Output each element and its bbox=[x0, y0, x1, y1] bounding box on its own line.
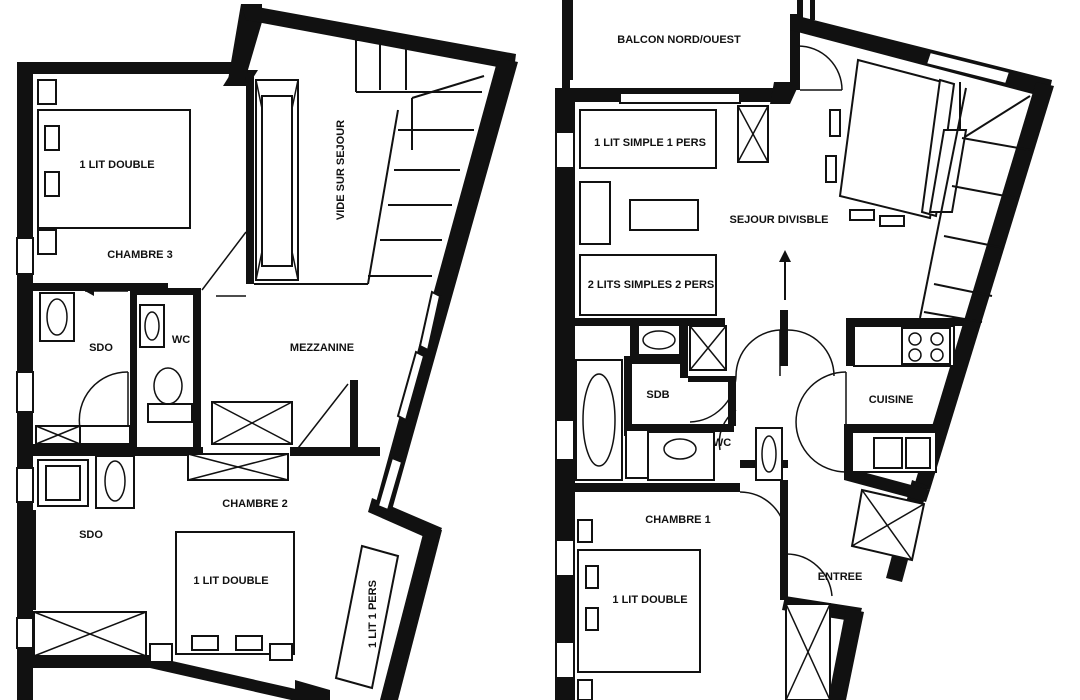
upper-label-sdo-top: SDO bbox=[89, 342, 113, 354]
upper-label-mezzanine: MEZZANINE bbox=[290, 342, 354, 354]
cuisine-fixtures bbox=[795, 325, 955, 562]
lower-label-sdb: SDB bbox=[646, 389, 669, 401]
lower-label-balcon: BALCON NORD/OUEST bbox=[617, 34, 741, 46]
sejour-furniture bbox=[579, 45, 1031, 323]
lower-floor-plan: BALCON NORD/OUEST 1 LIT SIMPLE 1 PERS SE… bbox=[555, 0, 1054, 700]
upper-label-vide-sur-sejour: VIDE SUR SEJOUR bbox=[335, 120, 347, 220]
lower-label-lit-simple-1: 1 LIT SIMPLE 1 PERS bbox=[594, 137, 706, 149]
lower-label-lit-double-1: 1 LIT DOUBLE bbox=[612, 594, 687, 606]
balcony-frame bbox=[562, 0, 815, 90]
lower-label-chambre-1: CHAMBRE 1 bbox=[645, 514, 710, 526]
lower-label-cuisine: CUISINE bbox=[869, 394, 914, 406]
upper-label-lit-1-pers: 1 LIT 1 PERS bbox=[367, 580, 379, 648]
lower-interior-walls bbox=[575, 310, 970, 600]
upper-label-chambre-3: CHAMBRE 3 bbox=[107, 249, 172, 261]
lower-label-entree: ENTREE bbox=[818, 571, 863, 583]
chambre-3-furniture bbox=[37, 79, 191, 255]
mezzanine-wardrobes bbox=[187, 383, 349, 481]
upper-floor-plan: 1 LIT DOUBLE CHAMBRE 3 VIDE SUR SEJOUR S… bbox=[16, 4, 518, 700]
upper-label-chambre-2: CHAMBRE 2 bbox=[222, 498, 287, 510]
lower-label-wc: WC bbox=[713, 437, 731, 449]
upper-label-wc: WC bbox=[172, 334, 190, 346]
upper-label-lit-double-chambre-3: 1 LIT DOUBLE bbox=[79, 159, 154, 171]
vide-sur-sejour-stairs bbox=[254, 38, 485, 285]
lower-label-sejour: SEJOUR DIVISBLE bbox=[729, 214, 828, 226]
lower-label-lits-simples-2: 2 LITS SIMPLES 2 PERS bbox=[588, 279, 715, 291]
lower-windows bbox=[555, 50, 1012, 679]
chambre-1-furniture bbox=[577, 491, 833, 700]
upper-label-lit-double-chambre-2: 1 LIT DOUBLE bbox=[193, 575, 268, 587]
chambre-2-furniture bbox=[33, 455, 400, 690]
upper-windows bbox=[16, 237, 442, 649]
sdo-wc-upper-fixtures bbox=[35, 231, 247, 445]
upper-label-sdo-bottom: SDO bbox=[79, 529, 103, 541]
sdb-wc-fixtures bbox=[575, 324, 835, 481]
upper-interior-walls bbox=[33, 74, 380, 610]
